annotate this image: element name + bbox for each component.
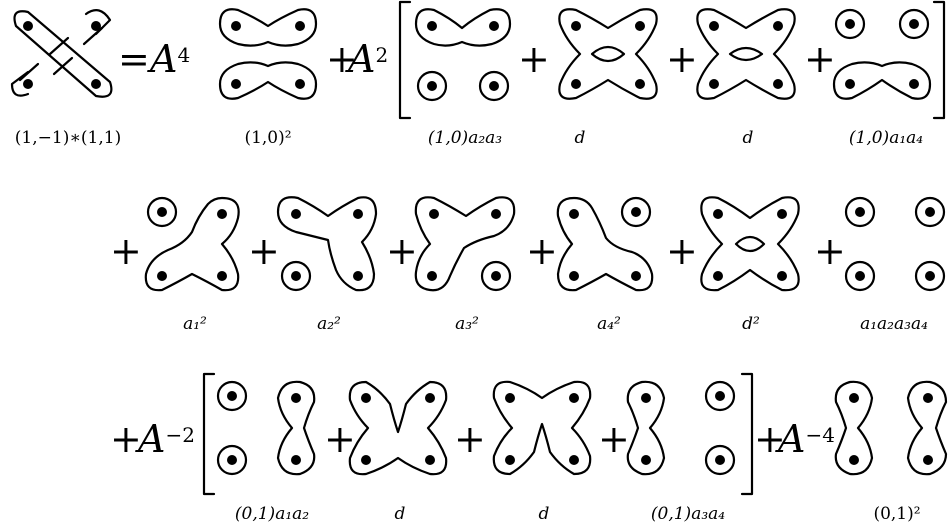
right-bracket (932, 0, 948, 120)
coef-am2-base: A (138, 417, 166, 461)
state-two-rings-right-arc (212, 376, 322, 480)
state-a3-squared (410, 192, 520, 296)
plus-sign: + (110, 417, 142, 461)
label-a1-squared: a₁² (183, 314, 207, 334)
state-caret-shape-d (488, 376, 598, 480)
state-d-squared (694, 192, 806, 296)
coef-a2-exp: 2 (375, 43, 389, 67)
plus-sign: + (754, 417, 786, 461)
label-row3-1: (0,1)a₁a₂ (234, 504, 310, 524)
label-a4-squared: a₄² (597, 314, 621, 334)
coef-am4-exp: −4 (805, 423, 835, 447)
label-state-5: (1,0)a₁a₄ (848, 128, 924, 148)
equals-sign: = (118, 37, 150, 81)
coef-a4-exp: 4 (177, 43, 191, 67)
coef-a4-base: A (150, 37, 178, 81)
label-row3-2: d (394, 504, 406, 524)
label-row3-3: d (538, 504, 550, 524)
plus-sign: + (518, 37, 550, 81)
state-two-rings-bottom-arc (828, 4, 936, 104)
plus-sign: + (110, 229, 142, 273)
plus-sign: + (598, 417, 630, 461)
label-row3-4: (0,1)a₃a₄ (650, 504, 726, 524)
plus-sign: + (526, 229, 558, 273)
plus-sign: + (248, 229, 280, 273)
plus-sign: + (814, 229, 846, 273)
label-a2-squared: a₂² (317, 314, 341, 334)
label-crossing: (1,−1)∗(1,1) (14, 128, 122, 148)
plus-sign: + (804, 37, 836, 81)
label-state-1: (1,0)² (244, 128, 292, 148)
state-horizontal-arcs (212, 4, 324, 104)
coefficient-a2: A2 (348, 40, 388, 78)
label-state-2: (1,0)a₂a₃ (427, 128, 503, 148)
state-a4-squared (550, 192, 660, 296)
coefficient-a-minus-4: A−4 (778, 420, 835, 458)
state-a1-squared (138, 192, 244, 296)
coefficient-a4: A4 (150, 40, 190, 78)
crossing-diagram (6, 4, 118, 104)
coef-a2-base: A (348, 37, 376, 81)
label-a1a2a3a4: a₁a₂a₃a₄ (860, 314, 928, 334)
plus-sign: + (666, 37, 698, 81)
left-bracket (396, 0, 412, 120)
state-four-rings (840, 192, 946, 296)
plus-sign: + (326, 37, 358, 81)
right-bracket-row3 (740, 372, 756, 496)
coefficient-a-minus-2: A−2 (138, 420, 195, 458)
left-bracket-row3 (200, 372, 216, 496)
plus-sign: + (324, 417, 356, 461)
state-v-shape-d (344, 376, 454, 480)
label-state-4: d (742, 128, 754, 148)
label-state-3: d (574, 128, 586, 148)
state-x-with-inner-loop (552, 4, 664, 104)
plus-sign: + (386, 229, 418, 273)
plus-sign: + (454, 417, 486, 461)
state-left-arc-two-rings (624, 376, 742, 480)
label-a3-squared: a₃² (455, 314, 479, 334)
state-top-arc-two-rings (410, 4, 516, 104)
label-d-squared: d² (742, 314, 760, 334)
label-row3-5: (0,1)² (873, 504, 921, 524)
plus-sign: + (666, 229, 698, 273)
coef-am2-exp: −2 (165, 423, 195, 447)
state-vertical-arcs (832, 376, 948, 480)
coef-am4-base: A (778, 417, 806, 461)
state-a2-squared (272, 192, 380, 296)
state-x-with-inner-loop-2 (690, 4, 802, 104)
